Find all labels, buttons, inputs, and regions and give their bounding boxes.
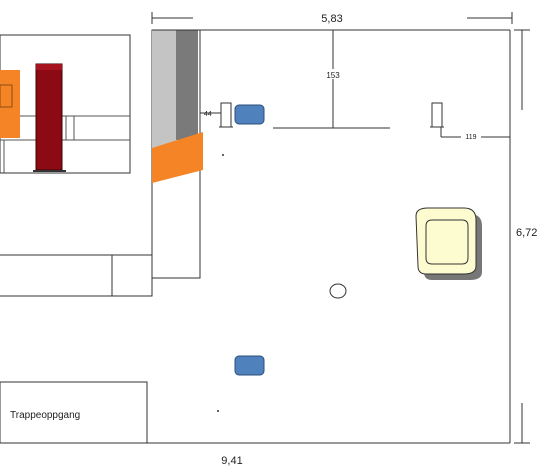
dim-right-label: 6,72 xyxy=(516,227,537,239)
left-room-outline xyxy=(0,34,131,174)
marker-dot xyxy=(217,410,219,412)
dim-bottom-label: 9,41 xyxy=(221,455,242,467)
dim-119-label: 119 xyxy=(465,134,476,141)
dim-153: 153 xyxy=(273,30,390,129)
dim-44-label: 44 xyxy=(204,111,212,118)
dim-top-label: 5,83 xyxy=(321,13,342,25)
light-gray-panel xyxy=(152,30,176,148)
ceiling-outlet-icon xyxy=(329,283,347,299)
orange-ramp xyxy=(152,132,203,183)
orange-cabinet-detail xyxy=(0,84,13,108)
dim-top: 5,83 xyxy=(151,12,513,25)
tall-cabinet-top xyxy=(36,64,62,70)
wall-socket-icon xyxy=(234,104,265,125)
central-column xyxy=(151,29,203,279)
dim-153-label: 153 xyxy=(326,71,340,80)
left-room xyxy=(0,34,131,256)
orange-cabinet xyxy=(0,70,20,138)
dim-119-label-bg xyxy=(461,131,481,141)
light-fixture-left: 44 xyxy=(200,102,233,128)
light-fixture-right: 119 xyxy=(430,102,510,141)
dim-153-label-bg xyxy=(325,69,342,79)
stair-area: Trappeoppgang xyxy=(0,381,148,444)
stair-box xyxy=(0,381,148,444)
dark-gray-panel xyxy=(176,30,198,140)
stair-label: Trappeoppgang xyxy=(10,410,80,421)
light-fixture-icon xyxy=(220,102,232,128)
dim-right: 6,72 xyxy=(514,29,537,444)
light-fixture-icon xyxy=(431,102,443,128)
armchair-seat xyxy=(425,219,469,265)
marker-dot xyxy=(222,154,224,156)
armchair-icon xyxy=(415,207,482,280)
tall-cabinet xyxy=(35,63,63,171)
wall-socket-icon xyxy=(234,355,265,376)
small-box xyxy=(111,254,153,297)
